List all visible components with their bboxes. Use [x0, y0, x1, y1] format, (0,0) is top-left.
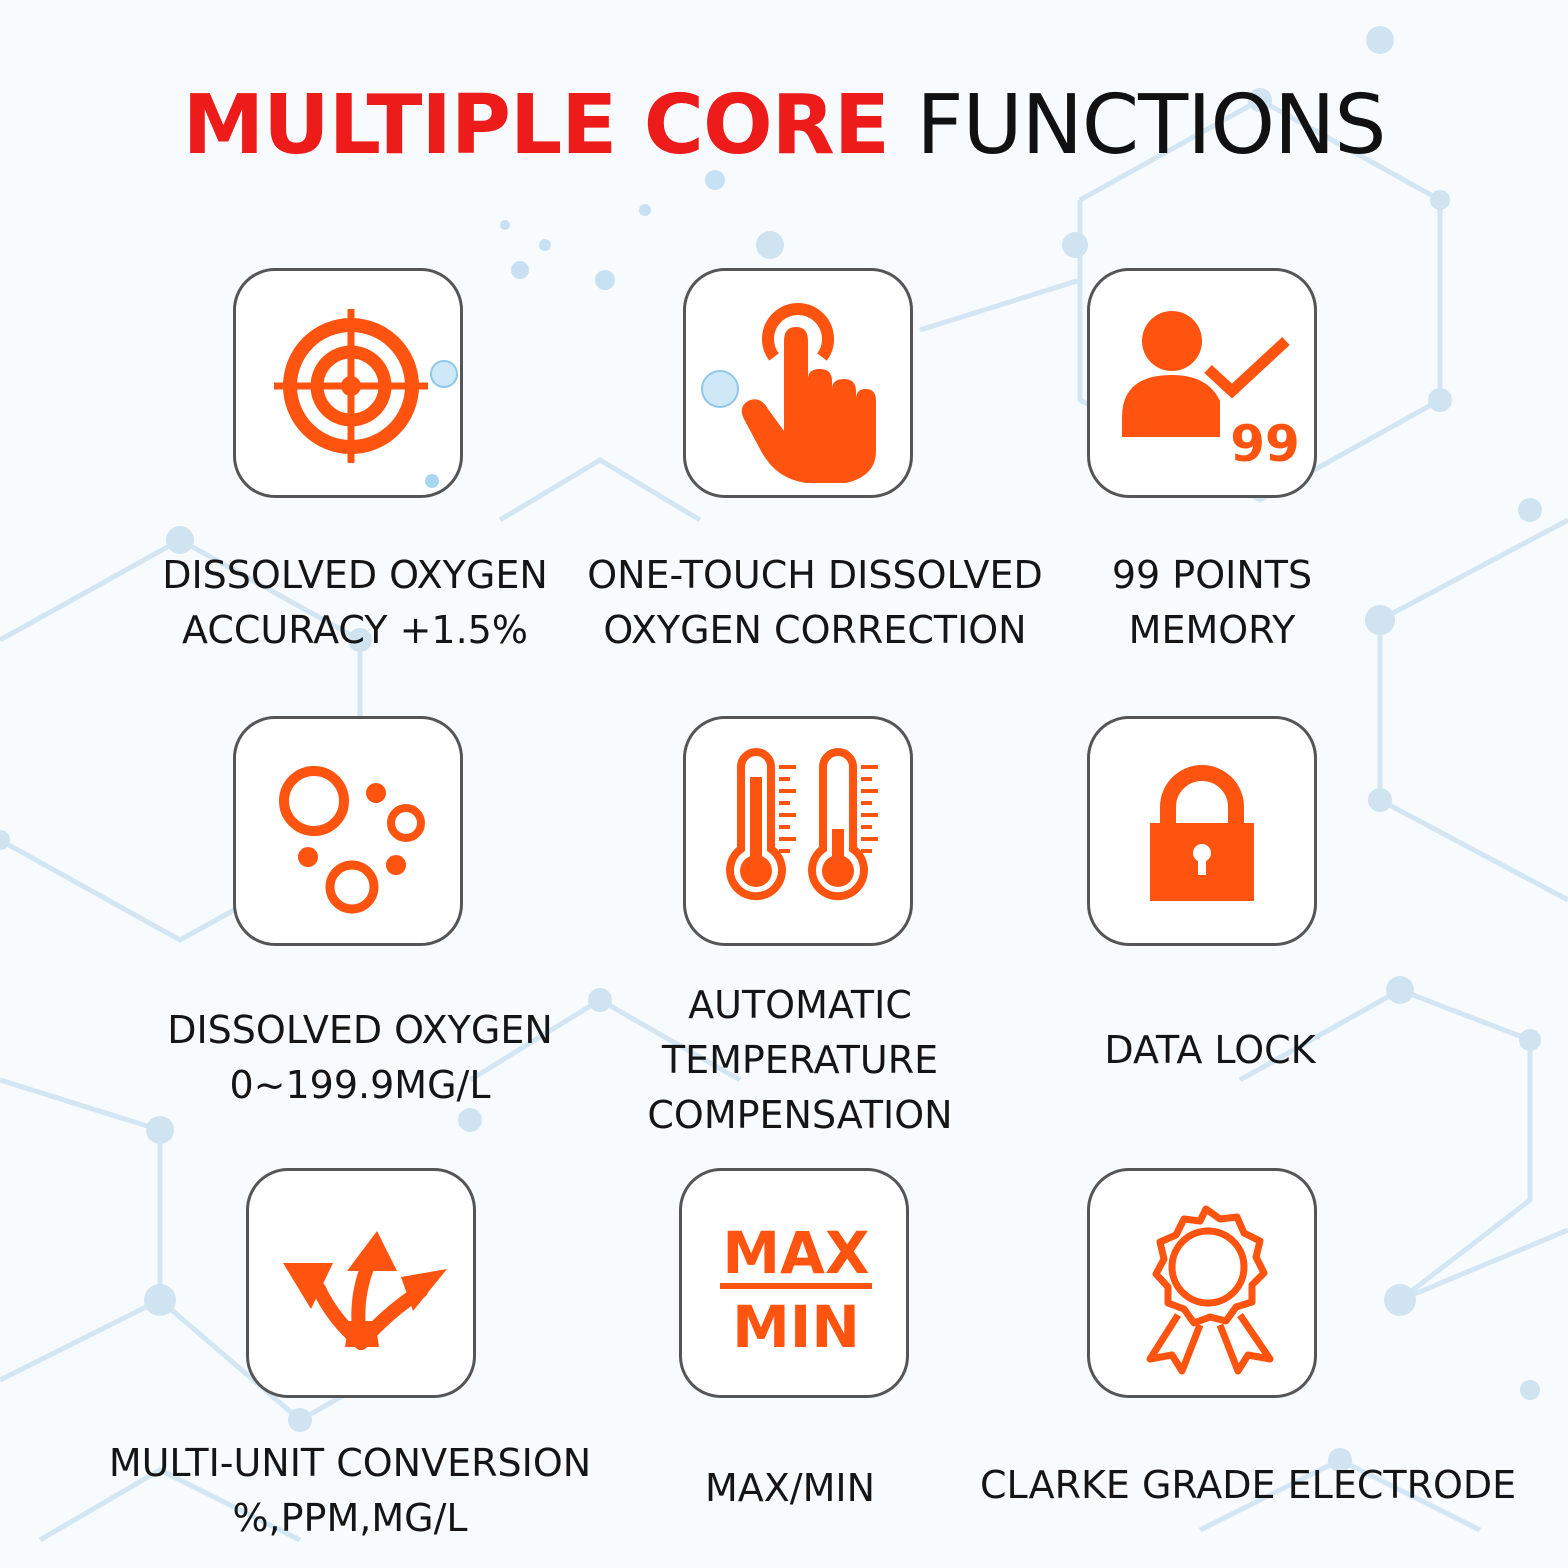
award-ribbon-icon: [1146, 1205, 1274, 1375]
feature-label-temperature: AUTOMATIC TEMPERATURE COMPENSATION: [647, 983, 953, 1137]
feature-card-memory: 99: [1087, 268, 1317, 498]
title-rest: FUNCTIONS: [916, 78, 1386, 173]
thermometers-icon: [726, 748, 878, 901]
feature-label-range: DISSOLVED OXYGEN 0~199.9MG/L: [167, 1008, 553, 1107]
icon-min-text: MIN: [732, 1293, 860, 1361]
target-icon: [274, 309, 458, 488]
split-arrows-icon: [283, 1231, 447, 1350]
feature-label-units: MULTI-UNIT CONVERSION %,PPM,MG/L: [108, 1441, 592, 1540]
padlock-icon: [1150, 765, 1254, 901]
feature-card-accuracy: [233, 268, 463, 498]
feature-card-data-lock: [1087, 716, 1317, 946]
feature-label-accuracy: DISSOLVED OXYGEN ACCURACY +1.5%: [162, 553, 548, 652]
feature-card-max-min: MAX MIN: [679, 1168, 909, 1398]
feature-card-range: [233, 716, 463, 946]
page-title: MULTIPLE CORE FUNCTIONS: [0, 78, 1568, 173]
max-min-icon: MAX MIN: [720, 1219, 872, 1361]
bubbles-icon: [279, 766, 425, 914]
feature-card-temperature: [683, 716, 913, 946]
user-check-icon: 99: [1122, 311, 1300, 473]
feature-card-electrode: [1087, 1168, 1317, 1398]
feature-label-memory: 99 POINTS MEMORY: [1111, 553, 1313, 652]
feature-label-data-lock: DATA LOCK: [1104, 1028, 1316, 1072]
title-highlight: MULTIPLE CORE: [182, 78, 890, 173]
feature-card-units: [246, 1168, 476, 1398]
icon-memory-number: 99: [1230, 415, 1300, 473]
feature-label-electrode: CLARKE GRADE ELECTRODE: [980, 1463, 1517, 1507]
feature-label-correction: ONE-TOUCH DISSOLVED OXYGEN CORRECTION: [587, 553, 1043, 652]
icon-max-text: MAX: [722, 1219, 869, 1287]
feature-card-correction: [683, 268, 913, 498]
feature-label-max-min: MAX/MIN: [704, 1466, 876, 1510]
touch-hand-icon: [701, 303, 876, 483]
